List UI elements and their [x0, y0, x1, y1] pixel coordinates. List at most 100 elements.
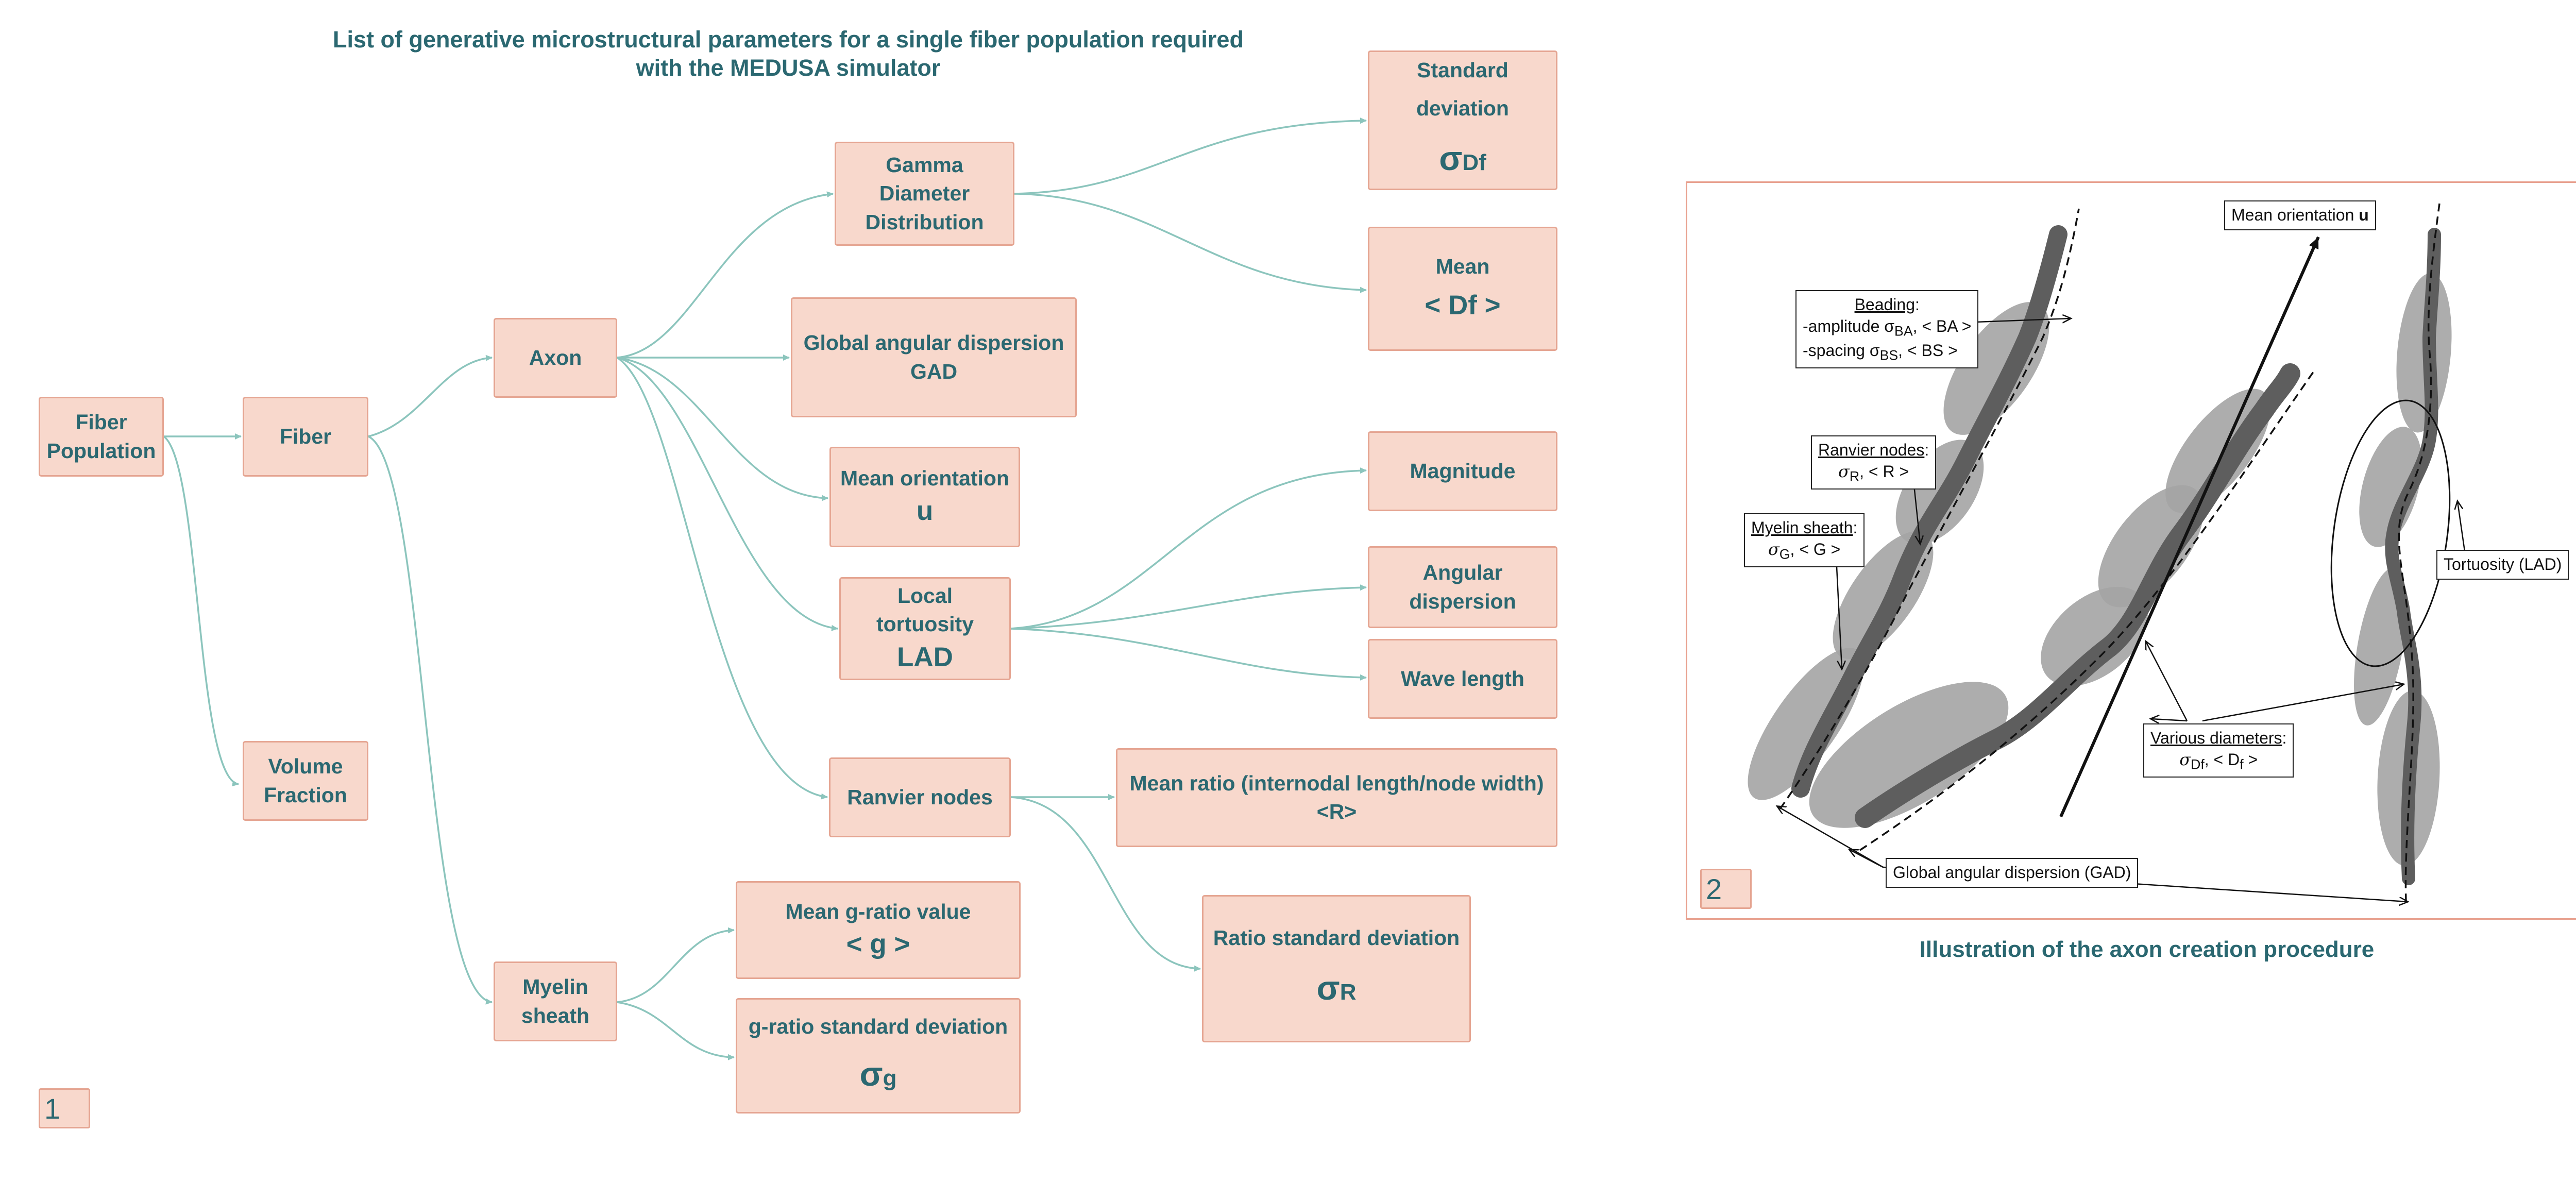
axon-illustration — [1748, 203, 2466, 918]
edge-tortuosity-angular — [1010, 584, 1367, 630]
edge-axon-tortuosity — [617, 357, 838, 631]
diagram-title: List of generative microstructural param… — [278, 26, 1298, 82]
myelin-segment — [2098, 485, 2204, 608]
title-line-2: with the MEDUSA simulator — [636, 54, 941, 81]
pointer-diameter-1 — [2151, 719, 2188, 721]
node-meang-line1: Mean g-ratio value — [785, 899, 971, 923]
node-std-line2: deviation — [1416, 96, 1509, 121]
sigma-subscript: R — [1340, 979, 1357, 1005]
node-tort-line3: LAD — [897, 642, 953, 672]
pointer-myelin — [1836, 566, 1842, 669]
label-gad: Global angular dispersion (GAD) — [1886, 858, 2139, 888]
illustration-caption: Illustration of the axon creation proced… — [1686, 937, 2576, 963]
node-fiber-population-line1: Fiber — [75, 410, 127, 434]
label-myelin-sheath: Myelin sheath: σG, < G > — [1744, 513, 1865, 567]
myelin-segment — [2359, 427, 2422, 547]
label-beading-amplitude: -amplitude σBA, < BA > — [1803, 316, 1972, 339]
sigma-symbol: σ — [859, 1054, 883, 1093]
edge-axon-gamma — [617, 191, 834, 359]
panel-number-1-text: 1 — [44, 1092, 61, 1125]
node-volume-fraction-line2: Fraction — [264, 783, 347, 807]
pointer-gad-2 — [1850, 850, 1884, 868]
node-meanorient-line2: u — [916, 496, 934, 527]
sigma-subscript: Df — [1462, 149, 1486, 175]
node-gamma-line1: Gamma — [886, 153, 963, 177]
label-tortuosity: Tortuosity (LAD) — [2436, 550, 2569, 580]
fiber-2 — [1809, 363, 2317, 851]
node-ratiostd-symbol-row: σR — [1317, 957, 1357, 1019]
node-fiber: Fiber — [243, 397, 368, 477]
node-meanratio-line1: Mean ratio (internodal length/node width… — [1129, 771, 1544, 795]
node-mean-line2: < Df > — [1425, 290, 1501, 320]
panel-number-1: 1 — [39, 1088, 90, 1128]
myelin-segment — [2165, 389, 2270, 513]
node-std-symbol-row: σDf — [1439, 128, 1486, 189]
edge-ranvier-ratiostd — [1010, 796, 1201, 972]
label-beading-title: Beading — [1854, 295, 1915, 314]
node-local-tortuosity: Local tortuosity LAD — [839, 577, 1011, 680]
edge-population-volume — [163, 435, 239, 787]
node-wave-length: Wave length — [1368, 639, 1557, 719]
label-ranvier-value: σR, < R > — [1838, 461, 1909, 484]
label-diameters-title: Various diameters — [2150, 729, 2282, 747]
illustration-caption-text: Illustration of the axon creation proced… — [1919, 937, 2375, 962]
node-ratio-std: Ratio standard deviation σR — [1202, 895, 1471, 1042]
node-gamma-diameter: Gamma Diameter Distribution — [835, 142, 1014, 246]
fiber-3 — [2353, 203, 2452, 902]
node-meanorient-line1: Mean orientation — [840, 466, 1010, 491]
node-ranvier-nodes: Ranvier nodes — [829, 757, 1011, 837]
label-myelin-value: σG, < G > — [1768, 539, 1841, 562]
node-mean-ratio: Mean ratio (internodal length/node width… — [1116, 748, 1557, 847]
node-tort-line1: Local — [897, 583, 953, 608]
label-tortuosity-text: Tortuosity (LAD) — [2444, 555, 2562, 573]
node-gad-line1: Global angular dispersion — [803, 331, 1064, 355]
panel-number-2-text: 2 — [1706, 872, 1722, 905]
pointer-diameter-1b — [2146, 642, 2188, 721]
node-mean-orientation: Mean orientation u — [829, 447, 1020, 547]
edge-axon-ranvier — [617, 357, 828, 800]
node-angdisp-line1: Angular — [1422, 561, 1503, 585]
mean-orientation-arrow — [2059, 236, 2320, 818]
node-magnitude: Magnitude — [1368, 431, 1557, 511]
node-mean-line1: Mean — [1435, 255, 1490, 279]
label-mean-orientation-text: Mean orientation — [2231, 206, 2354, 224]
edge-tortuosity-wavelength — [1010, 628, 1367, 681]
node-myelin-sheath: Myelin sheath — [494, 961, 617, 1041]
label-beading-spacing: -spacing σBS, < BS > — [1803, 341, 1958, 363]
panel-number-2: 2 — [1700, 869, 1752, 909]
node-fiber-label: Fiber — [279, 424, 332, 448]
node-gad-line2: GAD — [910, 359, 958, 383]
pointer-tortuosity — [2458, 501, 2466, 555]
node-std-line1: Standard — [1417, 58, 1509, 82]
pointer-beading — [1975, 318, 2071, 322]
node-ranvier-label: Ranvier nodes — [847, 785, 993, 809]
edge-myelin-gstd — [617, 1001, 735, 1060]
node-gad: Global angular dispersion GAD — [791, 297, 1077, 417]
node-fiber-population-line2: Population — [46, 438, 156, 463]
sigma-symbol: σ — [1439, 139, 1463, 177]
myelin-segment — [2041, 586, 2148, 686]
edge-fiber-axon — [368, 355, 493, 437]
pointer-diameter-2 — [2202, 684, 2403, 722]
label-mean-orientation: Mean orientation u — [2224, 200, 2376, 230]
node-ratiostd-line1: Ratio standard deviation — [1213, 925, 1460, 950]
node-g-std: g-ratio standard deviation σg — [736, 998, 1021, 1113]
node-gamma-line3: Distribution — [865, 210, 984, 234]
myelin-segment — [1809, 682, 2009, 828]
node-gstd-line1: g-ratio standard deviation — [748, 1015, 1008, 1039]
fiber-centerline — [1859, 367, 2317, 851]
node-meang-line2: < g > — [846, 929, 910, 959]
node-gamma-line2: Diameter — [879, 181, 970, 206]
edge-axon-meanorient — [617, 357, 828, 501]
illustration-panel: Mean orientation u Beading: -amplitude σ… — [1686, 181, 2576, 920]
title-line-1: List of generative microstructural param… — [333, 26, 1244, 53]
node-angular-dispersion: Angular dispersion — [1368, 546, 1557, 628]
node-wavelength-label: Wave length — [1401, 666, 1524, 690]
axon-core — [1791, 225, 2067, 798]
myelin-segment — [1748, 648, 1864, 800]
node-volume-fraction: Volume Fraction — [243, 741, 368, 821]
node-magnitude-label: Magnitude — [1410, 459, 1516, 483]
connector-lines — [163, 117, 1367, 1060]
label-ranvier-nodes: Ranvier nodes: σR, < R > — [1811, 435, 1937, 490]
node-axon: Axon — [494, 318, 617, 398]
